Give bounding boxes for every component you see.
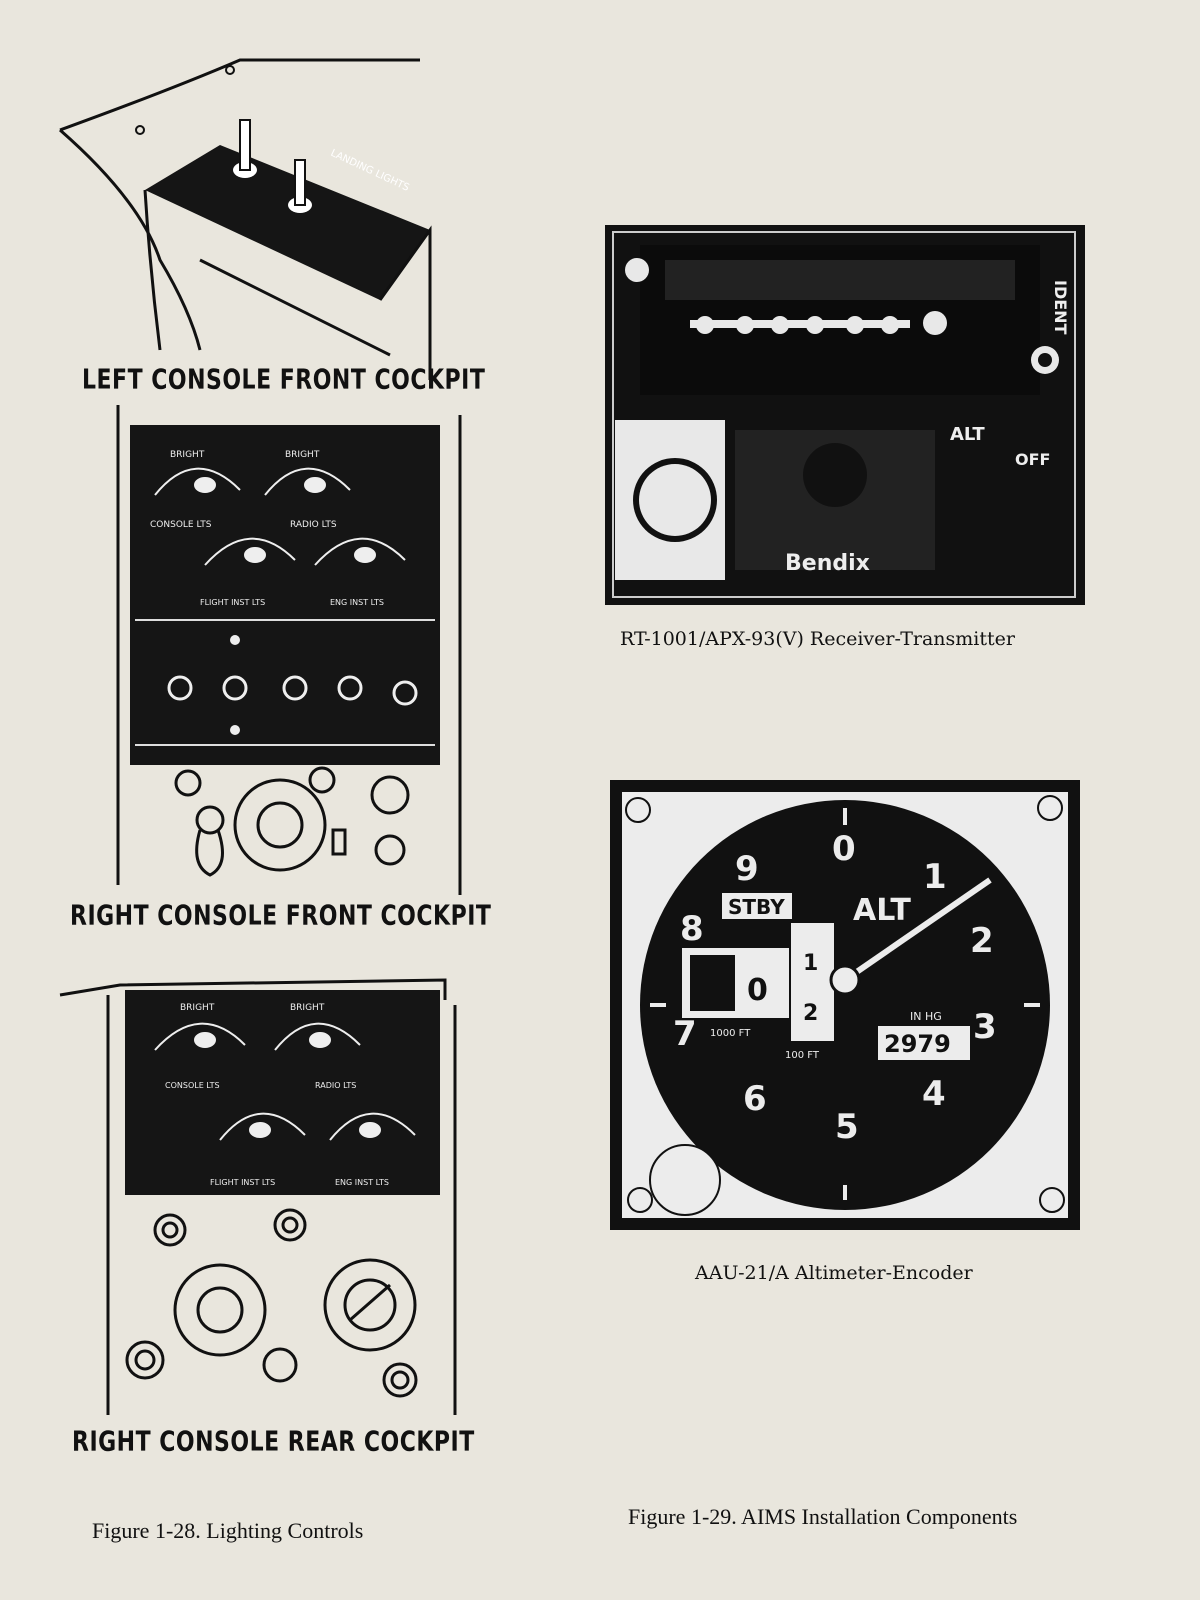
bright-label: BRIGHT xyxy=(285,450,320,460)
dial-number-0: 0 xyxy=(832,829,856,869)
receiver-transmitter-photo: IDENT ALT OFF Bendix xyxy=(605,225,1085,605)
ident-label: IDENT xyxy=(1051,280,1070,335)
panel-title-right-console-rear: RIGHT CONSOLE REAR COCKPIT xyxy=(72,1426,475,1459)
radio-lts-label: RADIO LTS xyxy=(290,520,337,530)
flight-inst-label: FLIGHT INST LTS xyxy=(210,1178,275,1187)
dial-number-8: 8 xyxy=(680,909,704,949)
panel-label-text: LANDING LIGHTS xyxy=(329,148,411,194)
right-console-rear-drawing: BRIGHT BRIGHT CONSOLE LTS RADIO LTS FLIG… xyxy=(59,978,457,1415)
thousands-counter: 0 xyxy=(747,973,768,1008)
thousands-label: 1000 FT xyxy=(710,1028,751,1039)
altimeter-encoder-photo: 0 1 2 3 4 5 6 7 8 9 STBY ALT 0 1 2 1000 … xyxy=(610,780,1080,1230)
in-hg-label: IN HG xyxy=(910,1010,942,1023)
off-label: OFF xyxy=(1015,450,1050,469)
hundreds-label: 100 FT xyxy=(785,1050,820,1061)
altimeter-encoder-caption: AAU-21/A Altimeter-Encoder xyxy=(695,1262,973,1284)
console-lts-label: CONSOLE LTS xyxy=(165,1081,220,1090)
bendix-brand: Bendix xyxy=(785,551,870,576)
console-lts-label: CONSOLE LTS xyxy=(150,520,212,530)
dial-number-5: 5 xyxy=(835,1107,859,1147)
radio-lts-label: RADIO LTS xyxy=(315,1081,356,1090)
dial-number-3: 3 xyxy=(973,1007,997,1047)
dial-number-1: 1 xyxy=(923,857,947,897)
receiver-transmitter-caption: RT-1001/APX-93(V) Receiver-Transmitter xyxy=(620,628,1015,650)
dial-number-9: 9 xyxy=(735,849,759,889)
dial-number-2: 2 xyxy=(970,921,994,961)
figure-28-caption: Figure 1-28. Lighting Controls xyxy=(92,1518,364,1543)
panel-title-left-console-front: LEFT CONSOLE FRONT COCKPIT xyxy=(82,364,486,397)
panel-title-right-console-front: RIGHT CONSOLE FRONT COCKPIT xyxy=(70,900,492,933)
right-console-front-drawing: BRIGHT BRIGHT CONSOLE LTS RADIO LTS FLIG… xyxy=(116,405,462,895)
bright-label: BRIGHT xyxy=(180,1003,215,1013)
dial-number-6: 6 xyxy=(743,1079,767,1119)
flight-inst-label: FLIGHT INST LTS xyxy=(200,598,265,607)
stby-flag: STBY xyxy=(728,895,785,919)
figure-29-caption: Figure 1-29. AIMS Installation Component… xyxy=(628,1504,1018,1529)
alt-label: ALT xyxy=(950,424,985,445)
drum-digit-bottom: 2 xyxy=(803,1001,818,1026)
dial-number-4: 4 xyxy=(922,1074,946,1114)
left-console-drawing: LANDING LIGHTS xyxy=(59,58,432,380)
bright-label: BRIGHT xyxy=(290,1003,325,1013)
baro-setting: 2979 xyxy=(884,1030,951,1058)
drum-digit-top: 1 xyxy=(803,951,818,976)
eng-inst-label: ENG INST LTS xyxy=(335,1178,389,1187)
bright-label: BRIGHT xyxy=(170,450,205,460)
eng-inst-label: ENG INST LTS xyxy=(330,598,384,607)
alt-dial-label: ALT xyxy=(853,893,911,928)
dial-number-7: 7 xyxy=(673,1014,697,1054)
